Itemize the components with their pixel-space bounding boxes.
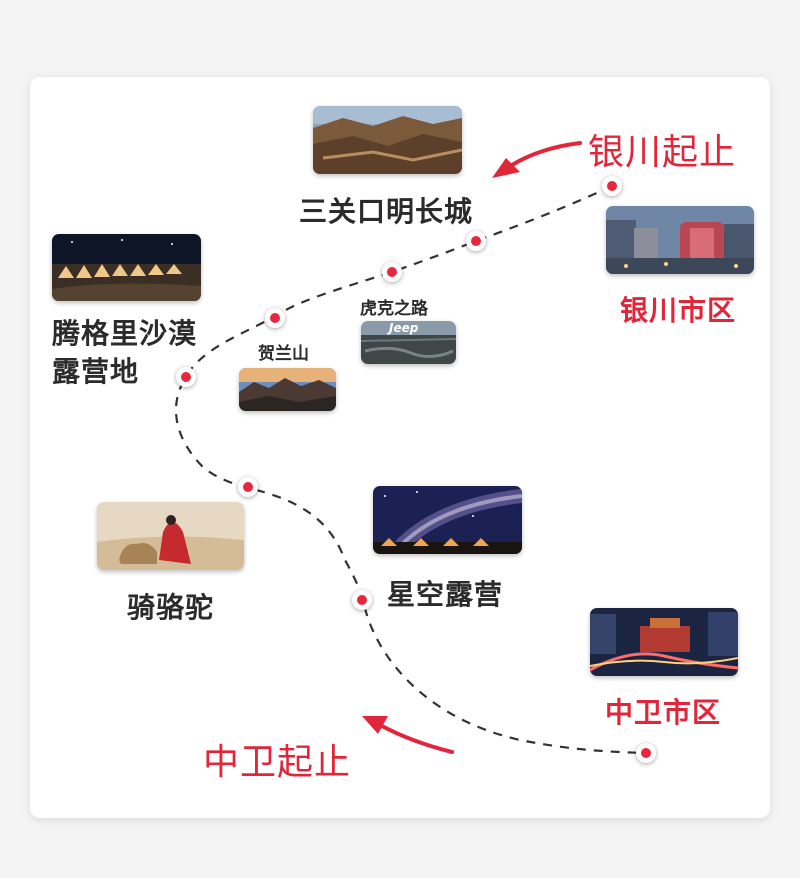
direction-arrow-icon: [492, 141, 582, 178]
direction-arrow-icon: [362, 716, 454, 754]
sanguankou-label: 三关口明长城: [299, 195, 474, 228]
jeep-sign: Jeep: [389, 321, 419, 335]
zhongwei-city-photo: [590, 608, 738, 676]
tengger-label-line1: 腾格里沙漠: [52, 317, 198, 350]
sanguankou-photo: [313, 106, 462, 174]
tengger-label-line2: 露营地: [52, 355, 140, 388]
tengger-camp-photo: [52, 234, 201, 301]
route-marker-icon: [466, 231, 486, 251]
start-label-yinchuan: 银川起止: [588, 132, 737, 173]
hukezhilu-label: 虎克之路: [360, 299, 428, 319]
stargazing-photo: [373, 486, 522, 554]
camel-photo: [97, 502, 244, 570]
route-marker-icon: [352, 590, 372, 610]
route-marker-icon: [382, 262, 402, 282]
zhongwei-city-label: 中卫市区: [605, 696, 722, 729]
stargazing-label: 星空露营: [387, 578, 504, 611]
route-marker-icon: [238, 477, 258, 497]
start-label-zhongwei: 中卫起止: [203, 742, 352, 783]
dashed-route-line: [174, 185, 647, 755]
yinchuan-city-label: 银川市区: [620, 294, 737, 327]
helanshan-label: 贺兰山: [258, 344, 309, 364]
route-marker-icon: [602, 176, 622, 196]
route-marker-icon: [176, 367, 196, 387]
yinchuan-city-photo: [606, 206, 754, 274]
helanshan-photo: [239, 368, 336, 411]
route-marker-icon: [265, 308, 285, 328]
route-marker-icon: [636, 743, 656, 763]
route-map-card: [30, 77, 770, 818]
camel-label: 骑骆驼: [127, 591, 215, 624]
hukezhilu-photo: Jeep: [361, 321, 456, 364]
tengger-label: 腾格里沙漠 露营地: [52, 315, 197, 391]
